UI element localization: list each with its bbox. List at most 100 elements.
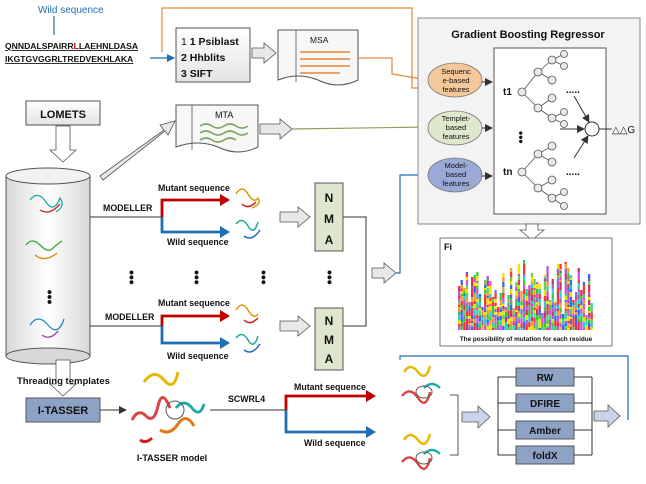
heatmap-cell: [478, 297, 482, 302]
heatmap-cell: [582, 317, 586, 322]
heatmap-cell: [473, 304, 476, 308]
heatmap-cell: [528, 316, 531, 320]
heatmap-cell: [504, 307, 508, 310]
heatmap-cell: [523, 308, 526, 312]
heatmap-cell: [582, 290, 586, 294]
heatmap-cell: [489, 294, 492, 298]
heatmap-cell: [577, 321, 580, 324]
heatmap-cell: [515, 321, 518, 325]
heatmap-cell: [564, 326, 567, 328]
heatmap-cell: [465, 274, 469, 277]
heatmap-cell: [588, 320, 591, 323]
heatmap-cell: [523, 285, 526, 289]
heatmap-cell: [541, 313, 544, 318]
tools-to-msa-arrow: [251, 42, 277, 64]
heatmap-cell: [515, 291, 518, 296]
heatmap-cell: [502, 306, 505, 309]
heatmap-cell: [460, 296, 463, 301]
heatmap-cell: [546, 315, 549, 320]
heatmap-cell: [478, 308, 482, 311]
heatmap-cell: [515, 316, 518, 321]
heatmap-cell: [588, 274, 591, 279]
heatmap-cell: [546, 304, 549, 309]
heatmap-cell: [567, 298, 570, 301]
heatmap-cell: [572, 318, 575, 322]
heatmap-cell: [512, 317, 515, 321]
lomets-label: LOMETS: [40, 109, 86, 121]
heatmap-cell: [567, 307, 570, 309]
heatmap-cell: [582, 322, 586, 324]
heatmap-cell: [458, 305, 461, 307]
heatmap-cell: [499, 316, 502, 320]
heatmap-cell: [567, 284, 570, 287]
wild-sequence-label-3: Wild sequence: [304, 438, 366, 448]
heatmap-cell: [536, 284, 539, 289]
heatmap-cell: [465, 319, 469, 321]
energy-route: [399, 355, 629, 420]
heatmap-cell: [580, 321, 583, 325]
heatmap-cell: [512, 311, 515, 315]
heatmap-cell: [471, 327, 474, 330]
heatmap-cell: [530, 290, 534, 294]
heatmap-cell: [582, 313, 586, 317]
heatmap-cell: [520, 328, 523, 330]
heatmap-cell: [564, 309, 567, 311]
svg-text:DFIRE: DFIRE: [530, 399, 560, 410]
heatmap-cell: [476, 276, 479, 281]
modeller-label-2: MODELLER: [105, 312, 155, 322]
heatmap-cell: [551, 284, 554, 289]
heatmap-cell: [460, 289, 463, 291]
heatmap-cell: [585, 325, 588, 330]
heatmap-cell: [588, 313, 591, 316]
heatmap-cell: [543, 296, 547, 301]
heatmap-cell: [517, 306, 521, 309]
heatmap-cell: [572, 303, 575, 305]
heatmap-cell: [556, 299, 560, 304]
heatmap-cell: [546, 296, 549, 301]
heatmap-cell: [481, 307, 484, 310]
heatmap-cell: [510, 312, 513, 317]
heatmap-cell: [588, 323, 591, 327]
heatmap-cell: [471, 277, 474, 281]
heatmap-cell: [569, 292, 573, 297]
heatmap-cell: [559, 264, 562, 269]
tree-t1: [517, 50, 568, 128]
heatmap-cell: [497, 312, 500, 317]
heatmap-cell: [463, 305, 466, 310]
heatmap-cell: [556, 279, 560, 282]
heatmap-cell: [525, 325, 528, 328]
heatmap-cell: [463, 317, 466, 319]
heatmap-cell: [572, 316, 575, 318]
heatmap-cell: [463, 310, 466, 315]
heatmap-cell: [530, 314, 534, 317]
modeller-label-1: MODELLER: [103, 203, 153, 213]
heatmap-cell: [559, 286, 562, 290]
heatmap-cell: [473, 279, 476, 282]
heatmap-cell: [463, 319, 466, 322]
wild-sequence-label-2: Wild sequence: [167, 351, 229, 361]
heatmap-cell: [463, 294, 466, 296]
heatmap-cell: [520, 309, 523, 314]
svg-text:RW: RW: [537, 373, 554, 384]
heatmap-cell: [486, 276, 489, 281]
heatmap-cell: [458, 307, 461, 312]
heatmap-cell: [577, 283, 580, 286]
tree-t1-label: t1: [503, 87, 512, 98]
heatmap-cell: [567, 268, 570, 272]
heatmap-cell: [559, 299, 562, 303]
heatmap-cell: [580, 316, 583, 321]
heatmap-cell: [554, 301, 557, 303]
heatmap-cell: [471, 289, 474, 294]
heatmap-cell: [577, 295, 580, 299]
heatmap-cell: [476, 294, 479, 297]
heatmap-cell: [515, 312, 518, 316]
heatmap-cell: [569, 302, 573, 307]
heatmap-cell: [538, 310, 541, 315]
svg-text:Templet-: Templet-: [442, 114, 471, 123]
heatmap-cell: [564, 314, 567, 319]
heatmap-cell: [546, 286, 549, 289]
heatmap-cell: [575, 312, 578, 315]
tree-ellipsis-2: .....: [566, 167, 580, 178]
heatmap-cell: [523, 303, 526, 308]
heatmap-cell: [543, 318, 547, 323]
